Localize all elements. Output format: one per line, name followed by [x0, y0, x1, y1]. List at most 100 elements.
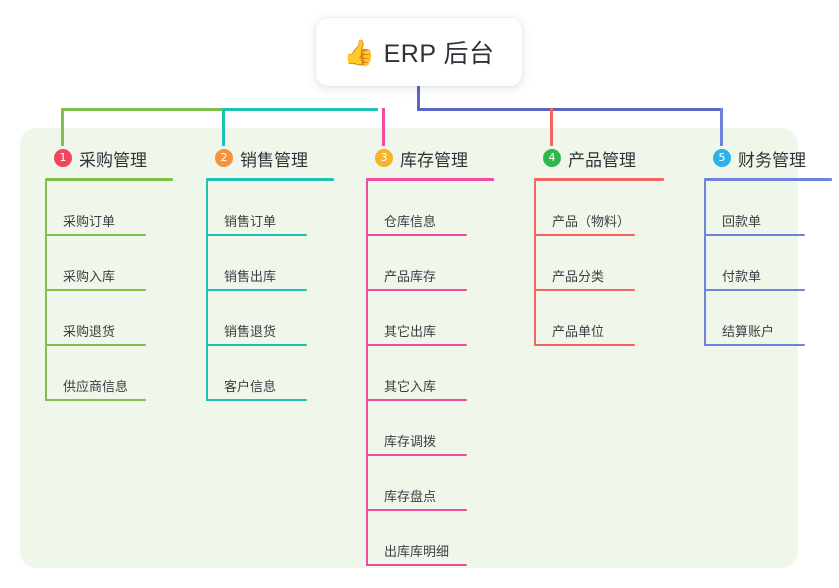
leaf-item-rule — [534, 234, 635, 236]
branch-column-4: 4 产品管理产品（物料） 产品分类产品单位 — [525, 145, 664, 346]
leaf-item[interactable]: 其它入库 — [357, 346, 494, 401]
leaf-item[interactable]: 库存调拨 — [357, 401, 494, 456]
leaf-item[interactable]: 库存盘点 — [357, 456, 494, 511]
leaf-item-rule — [206, 344, 307, 346]
branch-title: 销售管理 — [240, 150, 308, 170]
leaf-item-rule — [366, 234, 467, 236]
leaf-item[interactable]: 采购入库 — [36, 236, 173, 291]
diagram-panel — [20, 128, 798, 568]
branch-header-rule — [366, 178, 494, 181]
leaf-item[interactable]: 销售出库 — [197, 236, 334, 291]
branch-header-rule — [206, 178, 334, 181]
leaf-item[interactable]: 采购订单 — [36, 181, 173, 236]
leaf-item[interactable]: 回款单 — [695, 181, 832, 236]
leaf-item[interactable]: 产品库存 — [357, 236, 494, 291]
root-node[interactable]: 👍 ERP 后台 — [316, 18, 522, 86]
branch-number-badge: 5 — [713, 149, 731, 167]
leaf-item-label: 其它出库 — [384, 324, 437, 339]
branch-spine — [366, 181, 368, 566]
leaf-item-label: 客户信息 — [224, 379, 277, 394]
branch-column-2: 2 销售管理销售订单销售出库销售退货客户信息 — [197, 145, 334, 401]
leaf-item-label: 回款单 — [722, 214, 762, 229]
leaf-item-rule — [45, 289, 146, 291]
root-stem — [417, 86, 420, 111]
bus-segment-right — [419, 108, 723, 111]
leaf-item-label: 采购退货 — [63, 324, 116, 339]
branch-spine — [704, 181, 706, 346]
leaf-item-label: 产品库存 — [384, 269, 437, 284]
bus-segment-2 — [222, 108, 378, 111]
branch-number-badge: 1 — [54, 149, 72, 167]
leaf-item[interactable]: 销售订单 — [197, 181, 334, 236]
leaf-item-rule — [45, 234, 146, 236]
branch-header-3[interactable]: 3 库存管理 — [357, 145, 494, 171]
branch-header-rule — [704, 178, 832, 181]
leaf-item-label: 产品分类 — [552, 269, 605, 284]
leaf-item[interactable]: 产品分类 — [525, 236, 664, 291]
leaf-item[interactable]: 客户信息 — [197, 346, 334, 401]
branch-item-list: 产品（物料） 产品分类产品单位 — [525, 181, 664, 346]
leaf-item-rule — [206, 289, 307, 291]
leaf-item[interactable]: 供应商信息 — [36, 346, 173, 401]
leaf-item-label: 结算账户 — [722, 324, 775, 339]
branch-number-badge: 4 — [543, 149, 561, 167]
branch-stub-4 — [550, 108, 553, 146]
leaf-item-rule — [45, 344, 146, 346]
leaf-item-label: 采购订单 — [63, 214, 116, 229]
leaf-item[interactable]: 出库库明细 — [357, 511, 494, 566]
branch-header-4[interactable]: 4 产品管理 — [525, 145, 664, 171]
branch-title: 财务管理 — [738, 150, 806, 170]
branch-stub-5 — [720, 108, 723, 146]
leaf-item[interactable]: 销售退货 — [197, 291, 334, 346]
leaf-item-rule — [704, 289, 805, 291]
leaf-item[interactable]: 付款单 — [695, 236, 832, 291]
leaf-item-label: 库存盘点 — [384, 489, 437, 504]
leaf-item-label: 其它入库 — [384, 379, 437, 394]
thumbs-up-icon: 👍 — [343, 37, 375, 67]
branch-number-badge: 2 — [215, 149, 233, 167]
leaf-item[interactable]: 采购退货 — [36, 291, 173, 346]
leaf-item-rule — [206, 234, 307, 236]
leaf-item-rule — [366, 564, 467, 566]
leaf-item-rule — [366, 399, 467, 401]
branch-header-rule — [45, 178, 173, 181]
bus-segment-1 — [61, 108, 222, 111]
branch-title: 产品管理 — [568, 150, 636, 170]
leaf-item-label: 采购入库 — [63, 269, 116, 284]
leaf-item-label: 出库库明细 — [384, 544, 450, 559]
branch-spine — [45, 181, 47, 401]
branch-stub-3 — [382, 108, 385, 146]
leaf-item[interactable]: 结算账户 — [695, 291, 832, 346]
branch-stub-2 — [222, 108, 225, 146]
root-title: ERP 后台 — [383, 40, 495, 68]
leaf-item[interactable]: 其它出库 — [357, 291, 494, 346]
leaf-item-rule — [366, 509, 467, 511]
leaf-item[interactable]: 产品（物料） — [525, 181, 664, 236]
leaf-item[interactable]: 仓库信息 — [357, 181, 494, 236]
branch-title: 库存管理 — [400, 150, 468, 170]
leaf-item-label: 产品（物料） — [552, 214, 631, 229]
leaf-item-label: 库存调拨 — [384, 434, 437, 449]
leaf-item-label: 付款单 — [722, 269, 762, 284]
branch-spine — [534, 181, 536, 346]
leaf-item-rule — [534, 289, 635, 291]
leaf-item-rule — [45, 399, 146, 401]
branch-header-rule — [534, 178, 664, 181]
branch-number-badge: 3 — [375, 149, 393, 167]
leaf-item-label: 销售订单 — [224, 214, 277, 229]
leaf-item-rule — [206, 399, 307, 401]
branch-item-list: 采购订单采购入库采购退货供应商信息 — [36, 181, 173, 401]
branch-header-2[interactable]: 2 销售管理 — [197, 145, 334, 171]
leaf-item-rule — [366, 344, 467, 346]
leaf-item-label: 仓库信息 — [384, 214, 437, 229]
leaf-item-rule — [534, 344, 635, 346]
branch-column-5: 5 财务管理回款单付款单结算账户 — [695, 145, 832, 346]
leaf-item[interactable]: 产品单位 — [525, 291, 664, 346]
branch-header-5[interactable]: 5 财务管理 — [695, 145, 832, 171]
branch-column-3: 3 库存管理仓库信息产品库存其它出库其它入库库存调拨库存盘点出库库明细 — [357, 145, 494, 566]
leaf-item-label: 产品单位 — [552, 324, 605, 339]
